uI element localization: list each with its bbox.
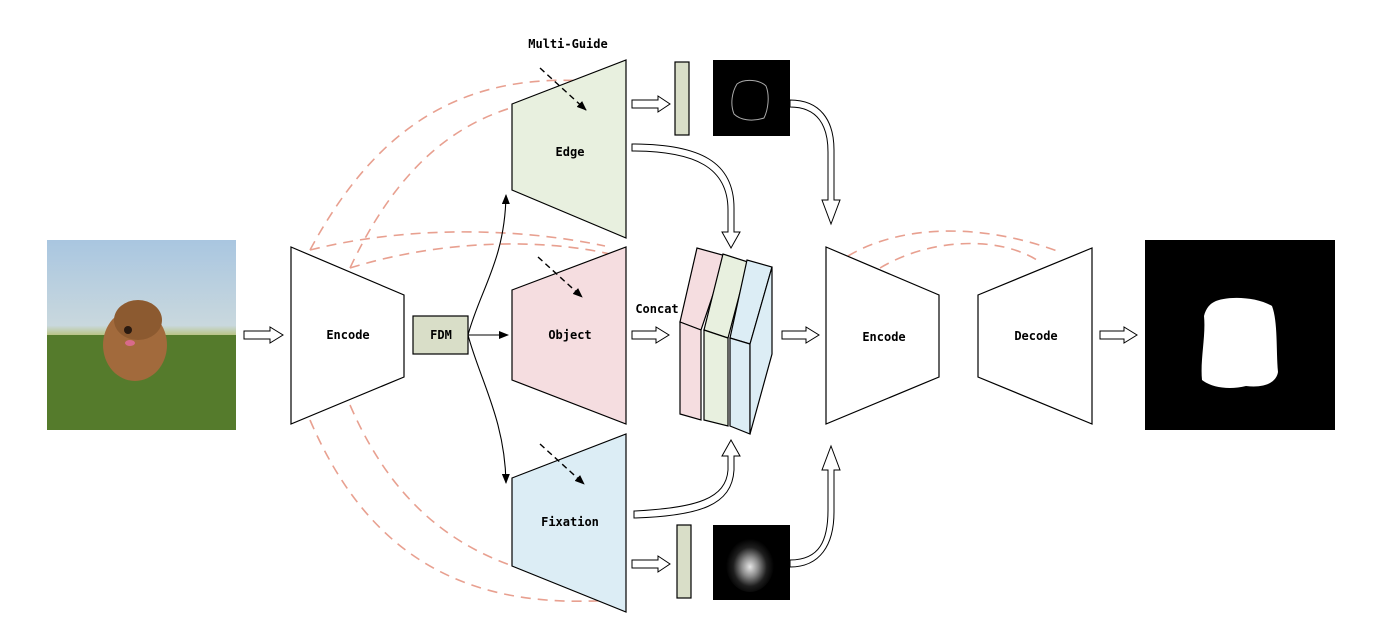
flow-arrow-concat-encoder [781,326,820,344]
object-decoder [511,246,627,425]
encoder-right [825,246,940,425]
guide-arrow-edge [539,67,587,111]
flow-arrow-edge-concat [631,143,741,250]
flow-arrow-object-concat [631,326,670,344]
fdm-box [412,315,469,355]
flow-arrow-input [243,326,284,344]
fixation-map-image [713,525,790,600]
flow-arrow-output [1099,326,1138,344]
input-image [47,240,236,430]
encoder-left [290,246,405,425]
skip-connections [309,79,1061,602]
object-label: Object [548,328,591,342]
encoder-right-label: Encode [862,330,905,344]
fdm-to-fixation-arrow [467,334,510,484]
concat-label: Concat [635,302,678,316]
encoder-left-label: Encode [326,328,369,342]
decoder [977,247,1093,425]
edge-label: Edge [556,145,585,159]
fixation-decoder [511,433,627,613]
fdm-label: FDM [430,328,452,342]
flow-arrow-edge-map [789,99,841,226]
fixation-feature-bar [676,524,692,599]
multi-guide-label: Multi-Guide [528,37,607,51]
flow-arrow-edge-bar [631,95,671,113]
flow-arrow-fixation-bar [631,555,671,573]
edge-feature-bar [674,61,690,136]
output-mask-image [1145,240,1335,430]
decoder-label: Decode [1014,329,1057,343]
concat-block [679,247,773,435]
fdm-to-edge-arrow [467,194,510,336]
flow-arrow-fixation-concat [633,438,741,519]
edge-map-image [713,60,790,136]
flow-arrow-fixation-map [789,444,841,568]
edge-decoder [511,59,627,239]
fixation-label: Fixation [541,515,599,529]
